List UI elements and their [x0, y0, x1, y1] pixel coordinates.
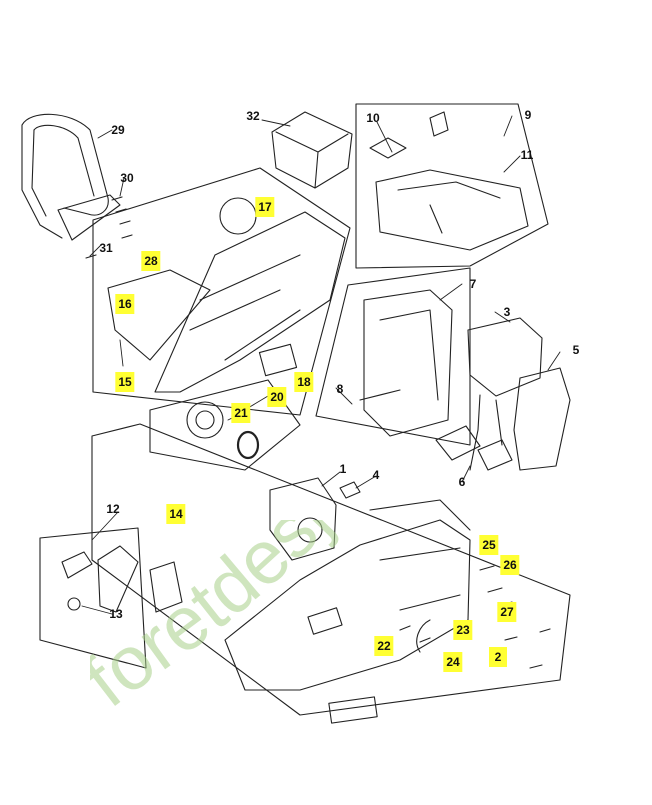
callout-28: 28 — [141, 251, 161, 271]
callout-6: 6 — [458, 475, 466, 489]
frame-rear-handle-housing — [92, 167, 351, 416]
callout-15: 15 — [115, 372, 135, 392]
handle-bolts — [85, 196, 133, 259]
callout-5: 5 — [572, 343, 580, 357]
callout-14: 14 — [166, 504, 186, 524]
callout-13: 13 — [109, 607, 123, 621]
callout-9: 9 — [524, 108, 532, 122]
bracket-part — [513, 367, 571, 471]
callout-21: 21 — [231, 403, 251, 423]
frame-main-housing — [91, 423, 571, 716]
fasteners-part — [399, 565, 551, 669]
frame-air-filter-cover — [355, 103, 549, 269]
callout-22: 22 — [374, 636, 394, 656]
callout-12: 12 — [106, 502, 120, 516]
callout-10: 10 — [366, 111, 380, 125]
callout-31: 31 — [99, 241, 113, 255]
callout-27: 27 — [497, 602, 517, 622]
callout-24: 24 — [443, 652, 463, 672]
callout-3: 3 — [503, 305, 511, 319]
main-housing-part — [224, 499, 471, 691]
frame-filter-retainer — [149, 379, 301, 471]
callout-30: 30 — [120, 171, 134, 185]
top-cover-part — [271, 111, 353, 189]
rear-handle-housing-part — [107, 197, 346, 393]
wiring-harness-part — [435, 425, 513, 471]
callout-32: 32 — [246, 109, 260, 123]
callout-1: 1 — [339, 462, 347, 476]
connector-part — [467, 317, 543, 471]
callout-26: 26 — [500, 555, 520, 575]
callout-25: 25 — [479, 535, 499, 555]
callout-23: 23 — [453, 620, 473, 640]
bottom-plate-part — [328, 696, 378, 724]
frame-ignition-module — [315, 267, 471, 446]
callout-2: 2 — [489, 647, 507, 667]
callout-8: 8 — [336, 382, 344, 396]
filter-assembly-part — [186, 401, 260, 460]
ignition-module-part — [359, 289, 453, 437]
frame-throttle-kit — [39, 527, 147, 669]
callout-7: 7 — [469, 277, 477, 291]
leader-lines — [81, 115, 561, 615]
coil-part — [269, 477, 361, 561]
callout-11: 11 — [520, 148, 534, 162]
throttle-kit-part — [61, 545, 183, 613]
callout-17: 17 — [255, 197, 275, 217]
callout-18: 18 — [294, 372, 314, 392]
callout-29: 29 — [111, 123, 125, 137]
callout-16: 16 — [115, 294, 135, 314]
air-filter-housing-part — [369, 111, 529, 251]
callout-4: 4 — [372, 468, 380, 482]
handlebar-part — [21, 113, 121, 241]
callout-20: 20 — [267, 387, 287, 407]
